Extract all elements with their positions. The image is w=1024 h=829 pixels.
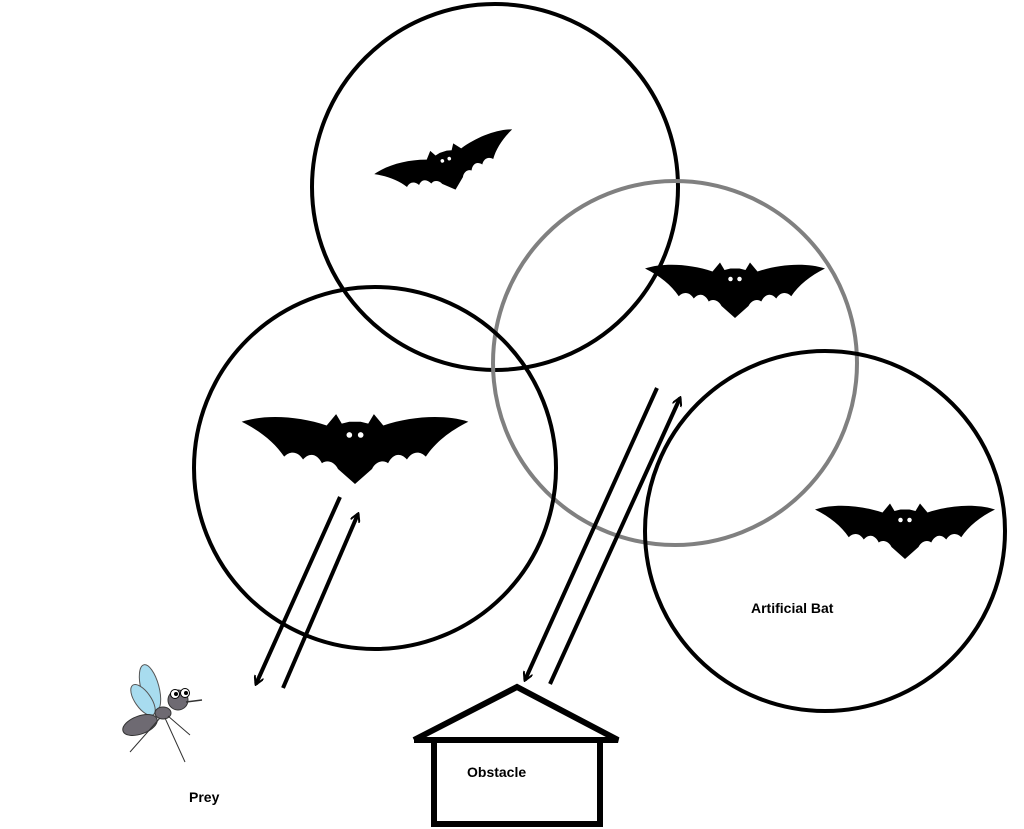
bat-range-circle-left [192, 285, 558, 651]
artificial-bat-label: Artificial Bat [751, 600, 834, 616]
echo-arrows-obstacle [525, 387, 680, 685]
prey-label: Prey [189, 789, 220, 805]
bat-icon [645, 262, 825, 318]
bat-range-circle-right [643, 349, 1007, 713]
bat-range-circle-active [491, 179, 859, 547]
bat-icon [241, 414, 469, 485]
mosquito-prey-icon [122, 664, 203, 763]
echo-arrows-prey [256, 496, 358, 689]
obstacle-house-icon [412, 683, 620, 827]
obstacle-label: Obstacle [467, 764, 527, 780]
bat-icon [372, 124, 525, 213]
bat-icon [815, 503, 995, 559]
